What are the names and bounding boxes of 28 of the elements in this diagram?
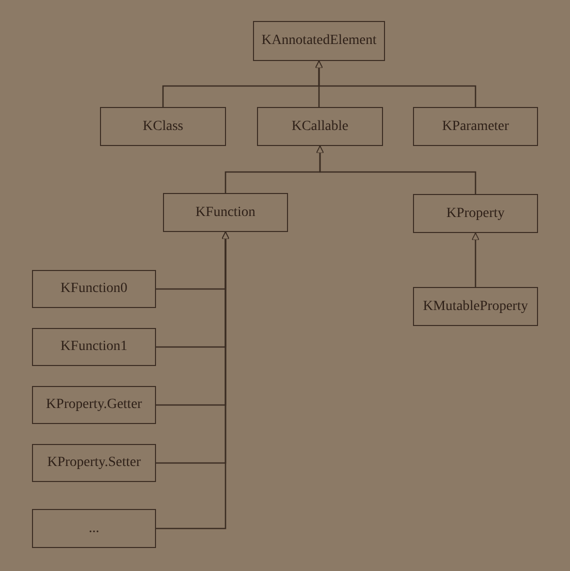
class-box bbox=[100, 107, 226, 146]
class-box bbox=[32, 270, 156, 308]
class-name: KClass bbox=[142, 118, 184, 134]
class-name: KFunction bbox=[196, 204, 256, 220]
class-name: KProperty bbox=[446, 206, 505, 222]
class-name: KParameter bbox=[442, 118, 509, 134]
class-name: KAnnotatedElement bbox=[261, 33, 377, 49]
class-box bbox=[413, 287, 538, 326]
class-box bbox=[413, 107, 538, 146]
class-box bbox=[32, 509, 156, 548]
class-box bbox=[413, 194, 538, 233]
class-box bbox=[32, 328, 156, 366]
inheritance-arrow bbox=[316, 146, 476, 194]
class-name: ... bbox=[88, 520, 100, 536]
class-name: KFunction1 bbox=[60, 339, 128, 355]
class-box bbox=[253, 21, 385, 61]
class-name: KMutableProperty bbox=[423, 298, 528, 314]
class-name: KProperty.Setter bbox=[47, 455, 141, 471]
class-name: KCallable bbox=[292, 118, 348, 134]
class-name: KFunction0 bbox=[60, 281, 128, 297]
class-box bbox=[163, 193, 288, 232]
class-name: KProperty.Getter bbox=[46, 397, 142, 413]
class-box bbox=[32, 444, 156, 482]
inheritance-arrow bbox=[315, 60, 476, 107]
class-box bbox=[32, 386, 156, 424]
inheritance-arrow bbox=[156, 232, 230, 530]
inheritance-arrow bbox=[472, 232, 480, 287]
class-box bbox=[257, 107, 383, 146]
